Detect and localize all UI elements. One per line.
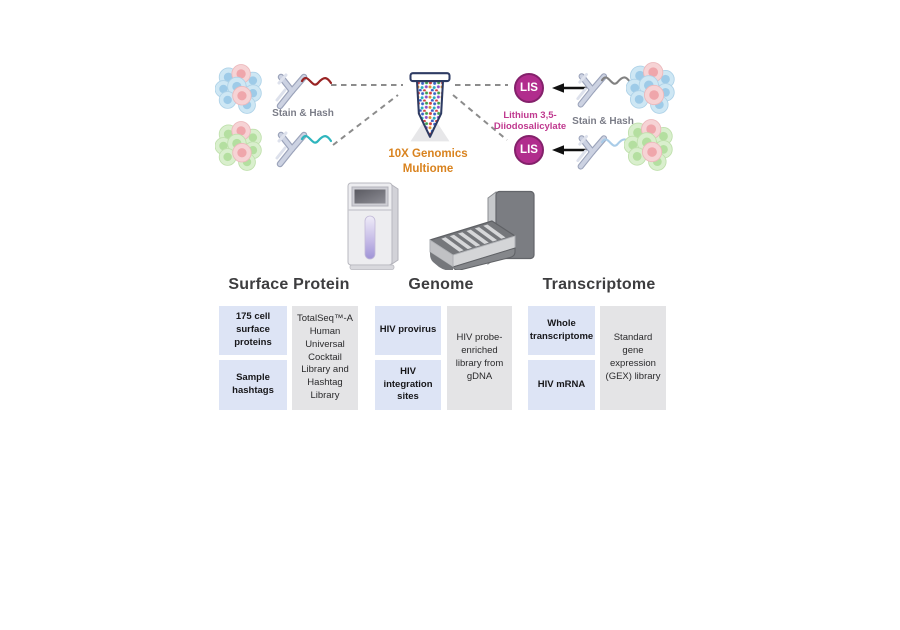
tube-label-line2: Multiome bbox=[402, 162, 454, 175]
multiome-tube-icon bbox=[409, 72, 451, 142]
antibody-lightblue-oligo-icon bbox=[573, 128, 631, 172]
section-title-transcriptome: Transcriptome bbox=[542, 276, 656, 293]
arrow-left-bottom-icon bbox=[552, 145, 587, 155]
stain-hash-right-label: Stain & Hash bbox=[572, 116, 634, 127]
stain-hash-left-label: Stain & Hash bbox=[272, 108, 334, 119]
lis-badge-top: LIS bbox=[514, 73, 544, 103]
lis-badge-bottom: LIS bbox=[514, 135, 544, 165]
cell-cluster-blue-left-icon bbox=[215, 64, 262, 114]
cell-cluster-green-left-icon bbox=[215, 121, 262, 171]
lis-full-name: Lithium 3,5- Diiodosalicylate bbox=[486, 110, 574, 132]
surface-protein-output-2: Sample hashtags bbox=[219, 360, 287, 410]
genome-output-1: HIV provirus bbox=[375, 306, 441, 355]
cell-cluster-blue-right-icon bbox=[626, 62, 675, 114]
arrow-left-top-icon bbox=[552, 83, 587, 93]
chromium-controller-icon bbox=[429, 190, 535, 270]
lis-name-line2: Diiodosalicylate bbox=[493, 121, 567, 133]
genome-output-2: HIV integration sites bbox=[375, 360, 441, 410]
cell-cluster-green-right-icon bbox=[624, 119, 673, 171]
transcriptome-output-2: HIV mRNA bbox=[528, 360, 595, 410]
tube-label: 10X Genomics Multiome bbox=[378, 147, 478, 177]
sequencer-icon bbox=[347, 182, 399, 270]
section-title-genome: Genome bbox=[408, 276, 474, 293]
antibody-cyan-oligo-icon bbox=[272, 126, 332, 168]
antibody-gray-oligo-icon bbox=[573, 66, 631, 110]
tube-label-line1: 10X Genomics bbox=[388, 148, 468, 160]
antibody-red-oligo-icon bbox=[272, 68, 332, 110]
genome-library: HIV probe-enriched library from gDNA bbox=[447, 306, 512, 410]
transcriptome-library: Standard gene expression (GEX) library bbox=[600, 306, 666, 410]
surface-protein-output-1: 175 cell surface proteins bbox=[219, 306, 287, 355]
transcriptome-output-1: Whole transcriptome bbox=[528, 306, 595, 355]
lis-name-line1: Lithium 3,5- bbox=[503, 110, 557, 121]
surface-protein-library: TotalSeq™-A Human Universal Cocktail Lib… bbox=[292, 306, 358, 410]
section-title-surface-protein: Surface Protein bbox=[228, 276, 350, 293]
